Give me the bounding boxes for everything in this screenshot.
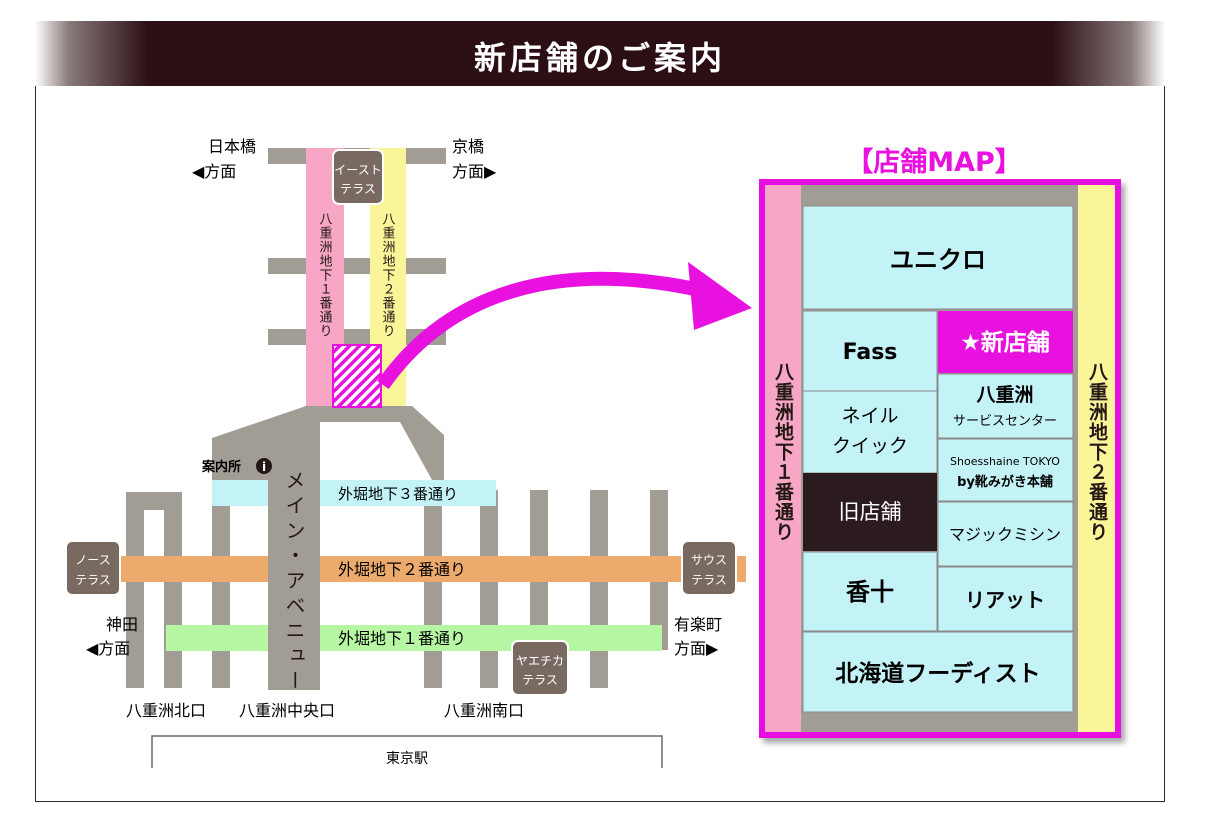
south-terrace-box — [681, 540, 737, 596]
yaechika-terrace-box — [511, 640, 569, 696]
nihonbashi-label: 日本橋 — [208, 137, 256, 156]
info-icon-glyph: i — [262, 460, 266, 474]
store-shoeshine — [937, 438, 1074, 502]
exit-south: 八重洲南口 — [444, 701, 524, 720]
corridor-v-a — [126, 492, 144, 688]
store-new-label: ★新店舗 — [960, 329, 1050, 356]
store-hokkaido-label: 北海道フーディスト — [835, 660, 1040, 687]
store-nail-quick-label-2: クイック — [832, 435, 908, 457]
store-old-label: 旧店舗 — [839, 500, 902, 524]
station-label: 東京駅 — [386, 751, 428, 767]
yaechika-terrace-label-2: テラス — [522, 673, 558, 687]
store-nail-quick-label-1: ネイル — [841, 405, 898, 427]
page-title: 新店舗のご案内 — [473, 39, 726, 77]
south-terrace-label-2: テラス — [691, 573, 727, 587]
store-hokkaido — [802, 631, 1074, 713]
store-map-left-passage — [765, 185, 801, 732]
sotobori2-label: 外堀地下２番通り — [338, 560, 466, 579]
store-yaesu-service — [937, 373, 1074, 439]
east-terrace-label-2: テラス — [340, 182, 376, 196]
store-uniqlo-label: ユニクロ — [890, 246, 986, 274]
store-shoeshine-label-1: Shoesshaine TOKYO — [950, 455, 1060, 468]
kanda-direction: ◀方面 — [86, 639, 130, 658]
east-terrace-label-1: イースト — [334, 163, 381, 177]
new-store-marker — [332, 344, 382, 408]
store-fass — [802, 310, 938, 392]
nihonbashi-direction: ◀方面 — [192, 162, 236, 181]
south-terrace-label-1: サウス — [691, 553, 727, 567]
passage-sotobori3 — [212, 480, 496, 506]
store-old — [803, 473, 937, 551]
station-bracket — [151, 735, 663, 768]
passage-sotobori2 — [66, 556, 746, 582]
yurakucho-label: 有楽町 — [674, 615, 722, 634]
info-center-label: 案内所 — [201, 459, 241, 475]
yaesu2-vertical-label: 八重洲地下２番通り — [380, 212, 396, 338]
yaechika-terrace-label-1: ヤエチカ — [516, 654, 564, 668]
main-avenue-overlay — [268, 480, 320, 690]
yurakucho-direction: 方面▶ — [674, 639, 719, 658]
store-riatto — [937, 566, 1074, 632]
north-terrace-label-2: テラス — [75, 573, 111, 587]
passage-sotobori1 — [166, 625, 662, 651]
store-magic-mishin — [937, 501, 1074, 567]
corridor-v-b-top — [126, 492, 182, 510]
store-map-right-passage — [1078, 185, 1115, 732]
north-terrace-box — [65, 540, 121, 596]
east-terrace-box — [332, 149, 384, 205]
store-kouju — [802, 551, 938, 632]
main-avenue-label: メイン・アベニュー — [282, 470, 306, 695]
north-terrace-label-1: ノース — [75, 553, 110, 567]
store-uniqlo — [802, 205, 1074, 310]
store-yaesu-service-label-1: 八重洲 — [976, 384, 1033, 406]
store-map-right-passage-label: 八重洲地下２番通り — [1086, 362, 1109, 542]
pointer-arrow — [377, 271, 702, 390]
pointer-arrowhead — [688, 262, 752, 330]
store-nail-quick — [802, 390, 938, 474]
kyobashi-direction: 方面▶ — [452, 162, 497, 181]
sotobori1-label: 外堀地下１番通り — [338, 629, 466, 648]
yaesu1-vertical-label: 八重洲地下１番通り — [317, 212, 333, 338]
store-riatto-label: リアット — [965, 588, 1045, 612]
store-map-caption: 【店舗MAP】 — [846, 147, 1022, 178]
exit-central: 八重洲中央口 — [239, 701, 335, 720]
store-magic-mishin-label: マジックミシン — [949, 525, 1061, 544]
store-shoeshine-label-2: by靴みがき本舗 — [957, 474, 1053, 490]
sotobori3-label: 外堀地下３番通り — [338, 485, 458, 503]
kanda-label: 神田 — [106, 615, 138, 634]
store-yaesu-service-label-2: サービスセンター — [953, 414, 1057, 429]
kyobashi-label: 京橋 — [452, 137, 484, 156]
store-new — [938, 311, 1073, 373]
store-map-left-passage-label: 八重洲地下１番通り — [772, 362, 795, 542]
store-fass-label: Fass — [843, 340, 898, 365]
store-kouju-label: 香十 — [846, 578, 894, 606]
header-bar: 新店舗のご案内 — [35, 21, 1165, 86]
info-icon — [256, 458, 272, 474]
exit-north: 八重洲北口 — [126, 701, 206, 720]
